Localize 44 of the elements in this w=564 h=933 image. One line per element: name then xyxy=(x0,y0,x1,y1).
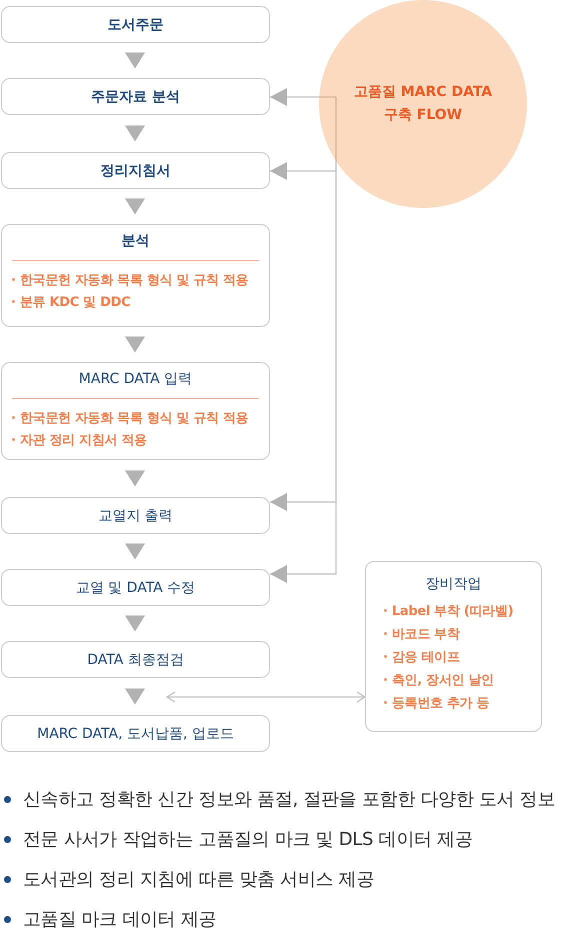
panel-title: 장비작업 xyxy=(426,575,482,594)
step-title: 정리지침서 xyxy=(100,162,170,180)
process-box xyxy=(1,362,270,460)
process-box xyxy=(1,497,270,534)
panel-detail: · 등록번호 추가 등 xyxy=(383,695,490,713)
panel-detail: · Label 부착 (띠라벨) xyxy=(383,603,514,621)
step-detail: · 한국문헌 자동화 목록 형식 및 규칙 적용 xyxy=(11,410,248,428)
step-detail: · 한국문헌 자동화 목록 형식 및 규칙 적용 xyxy=(11,272,248,290)
bullet-text: 전문 사서가 작업하는 고품질의 마크 및 DLS 데이터 제공 xyxy=(23,828,472,851)
flow-arrow xyxy=(125,616,145,632)
step-title: MARC DATA 입력 xyxy=(78,370,192,388)
panel-detail: · 바코드 부착 xyxy=(383,626,460,644)
process-box xyxy=(1,641,270,678)
flow-arrow xyxy=(125,126,145,142)
panel-detail: · 감응 테이프 xyxy=(383,649,460,667)
process-box xyxy=(1,569,270,606)
panel-detail: · 측인, 장서인 날인 xyxy=(383,672,494,690)
feedback-arrow xyxy=(270,88,337,106)
flow-arrow xyxy=(125,52,145,68)
step-title: MARC DATA, 도서납품, 업로드 xyxy=(37,724,234,742)
step-detail: · 분류 KDC 및 DDC xyxy=(11,294,130,312)
process-box xyxy=(1,78,270,115)
step-title: 분석 xyxy=(122,232,150,250)
flow-arrow xyxy=(125,470,145,486)
flow-arrow xyxy=(125,336,145,352)
flow-arrow xyxy=(125,544,145,560)
step-title: 주문자료 분석 xyxy=(91,88,180,106)
bullet-text: 신속하고 정확한 신간 정보와 품절, 절판을 포함한 다양한 도서 정보 xyxy=(23,788,556,811)
task-panel xyxy=(365,561,542,732)
step-title: 도서주문 xyxy=(108,16,164,34)
circle-title: 고품질 MARC DATA 구축 FLOW xyxy=(352,83,494,125)
bullet-text: 고품질 마크 데이터 제공 xyxy=(23,908,216,931)
process-box xyxy=(1,152,270,189)
process-box xyxy=(1,715,270,752)
flow-arrow xyxy=(125,198,145,214)
process-box xyxy=(1,224,270,327)
step-title: 교열 및 DATA 수정 xyxy=(76,578,196,596)
double-arrow xyxy=(166,691,366,703)
step-title: DATA 최종점검 xyxy=(87,650,184,668)
step-title: 교열지 출력 xyxy=(98,506,173,524)
process-box xyxy=(1,6,270,43)
step-detail: · 자관 정리 지침서 적용 xyxy=(11,432,147,450)
flow-arrow xyxy=(125,688,145,704)
bullet-text: 도서관의 정리 지침에 따른 맞춤 서비스 제공 xyxy=(23,868,374,891)
